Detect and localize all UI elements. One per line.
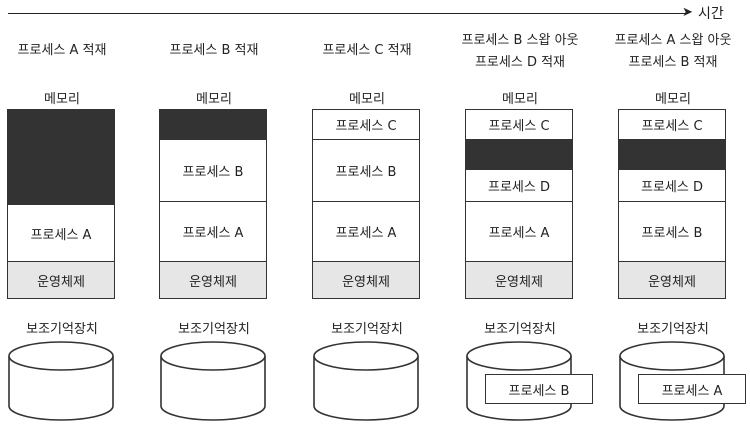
state-title-line: 프로세스 B 적재 xyxy=(169,43,259,58)
process-segment: 프로세스 C xyxy=(619,110,725,140)
swapped-out-process: 프로세스 A xyxy=(638,374,746,404)
process-segment: 프로세스 D xyxy=(619,170,725,202)
storage-cylinder-icon xyxy=(7,340,117,424)
storage-cylinder-icon xyxy=(312,340,422,424)
os-segment: 운영체제 xyxy=(313,262,419,298)
process-segment: 프로세스 A xyxy=(8,205,114,262)
memory-label: 메모리 xyxy=(196,92,232,107)
process-segment: 프로세스 D xyxy=(466,170,572,202)
swapped-out-process: 프로세스 B xyxy=(485,374,593,404)
os-segment: 운영체제 xyxy=(466,262,572,298)
process-segment: 프로세스 C xyxy=(466,110,572,140)
storage-label: 보조기억장치 xyxy=(178,322,250,337)
memory-label: 메모리 xyxy=(44,92,80,107)
state-title-line: 프로세스 A 스왑 아웃 xyxy=(614,33,732,48)
free-memory-space xyxy=(8,110,114,205)
time-axis-label: 시간 xyxy=(698,6,724,22)
os-segment: 운영체제 xyxy=(160,262,266,298)
storage-label: 보조기억장치 xyxy=(637,322,709,337)
process-segment: 프로세스 B xyxy=(160,140,266,202)
os-segment: 운영체제 xyxy=(8,262,114,298)
process-segment: 프로세스 B xyxy=(619,202,725,262)
memory-label: 메모리 xyxy=(349,92,385,107)
process-segment: 프로세스 A xyxy=(313,202,419,262)
process-segment: 프로세스 B xyxy=(313,140,419,202)
free-memory-space xyxy=(160,110,266,140)
storage-cylinder-icon xyxy=(159,340,269,424)
state-title-line: 프로세스 B 스왑 아웃 xyxy=(461,33,579,48)
storage-label: 보조기억장치 xyxy=(26,322,98,337)
memory-label: 메모리 xyxy=(655,92,691,107)
state-title-line: 프로세스 A 적재 xyxy=(17,43,107,58)
memory-label: 메모리 xyxy=(502,92,538,107)
free-memory-space xyxy=(619,140,725,170)
process-segment: 프로세스 A xyxy=(160,202,266,262)
time-axis-arrowhead: ➤ xyxy=(682,5,693,20)
os-segment: 운영체제 xyxy=(619,262,725,298)
state-title-line: 프로세스 C 적재 xyxy=(322,43,412,58)
free-memory-space xyxy=(466,140,572,170)
state-title-line: 프로세스 B 적재 xyxy=(628,55,718,70)
process-segment: 프로세스 C xyxy=(313,110,419,140)
state-title-line: 프로세스 D 적재 xyxy=(474,55,566,70)
storage-label: 보조기억장치 xyxy=(331,322,403,337)
storage-cylinder-icon xyxy=(618,340,728,424)
storage-label: 보조기억장치 xyxy=(484,322,556,337)
time-axis-line xyxy=(8,13,688,14)
process-segment: 프로세스 A xyxy=(466,202,572,262)
